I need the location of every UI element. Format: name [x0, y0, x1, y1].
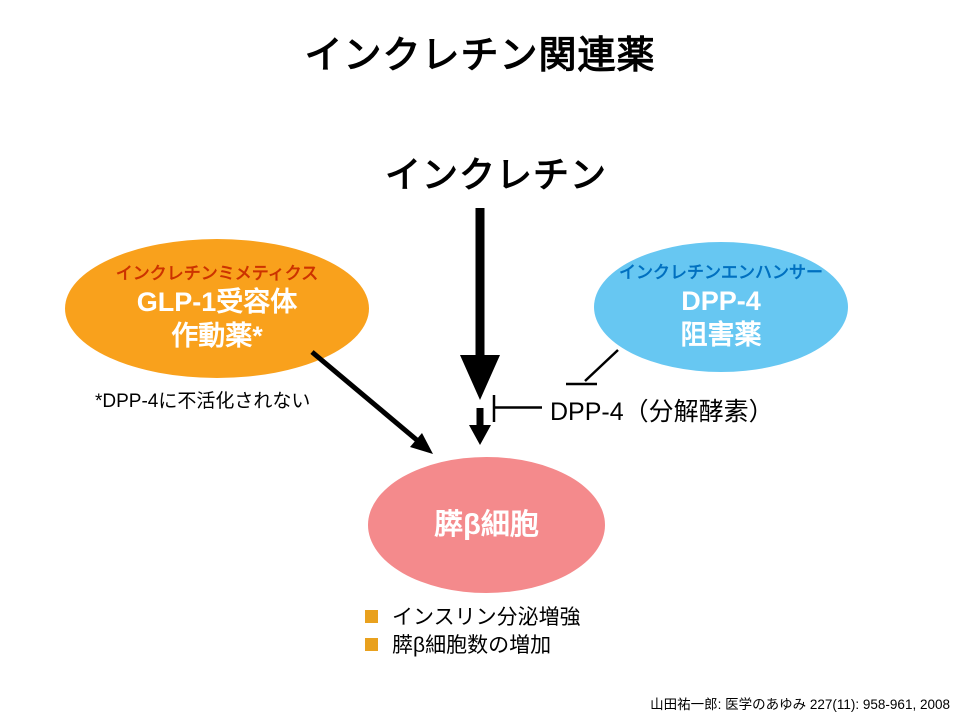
- effects-list: インスリン分泌増強 膵β細胞数の増加: [365, 602, 581, 658]
- glp1-activation-arrow-icon: [310, 350, 433, 454]
- glp1-line1: GLP-1受容体: [136, 287, 298, 318]
- dpp4-inhibitor-line1: DPP-4: [681, 285, 761, 316]
- small-down-arrow-icon: [469, 408, 491, 445]
- incretin-down-arrow-icon: [460, 208, 500, 400]
- beta-cell-label: 膵β細胞: [434, 508, 539, 541]
- dpp4i-inhibition-line-icon: [566, 349, 619, 386]
- dpp4-inhibitor-ellipse: インクレチンエンハンサー DPP-4 阻害薬: [594, 242, 848, 372]
- bullet-square-icon: [365, 637, 378, 651]
- effect-item: 膵β細胞数の増加: [365, 630, 581, 658]
- effect-label: 膵β細胞数の増加: [392, 634, 552, 657]
- beta-cell-ellipse: 膵β細胞: [368, 457, 605, 593]
- dpp4-inhibitor-tag-label: インクレチンエンハンサー: [619, 262, 823, 282]
- slide-title: インクレチン関連薬: [304, 35, 656, 77]
- effect-label: インスリン分泌増強: [392, 606, 581, 629]
- dpp4-inhibition-tbar-icon: [492, 395, 542, 422]
- dpp4-inhibitor-line2: 阻害薬: [680, 319, 762, 350]
- incretin-label: インクレチン: [384, 154, 607, 195]
- effect-item: インスリン分泌増強: [365, 602, 581, 630]
- bullet-square-icon: [365, 609, 378, 623]
- citation-text: 山田祐一郎: 医学のあゆみ 227(11): 958-961, 2008: [650, 697, 950, 712]
- glp1-tag-label: インクレチンミメティクス: [115, 264, 319, 284]
- footnote-text: *DPP-4に不活化されない: [95, 391, 311, 412]
- dpp4-enzyme-label: DPP-4（分解酵素）: [550, 398, 774, 426]
- glp1-ellipse: インクレチンミメティクス GLP-1受容体 作動薬*: [65, 239, 369, 378]
- glp1-line2: 作動薬*: [171, 321, 263, 352]
